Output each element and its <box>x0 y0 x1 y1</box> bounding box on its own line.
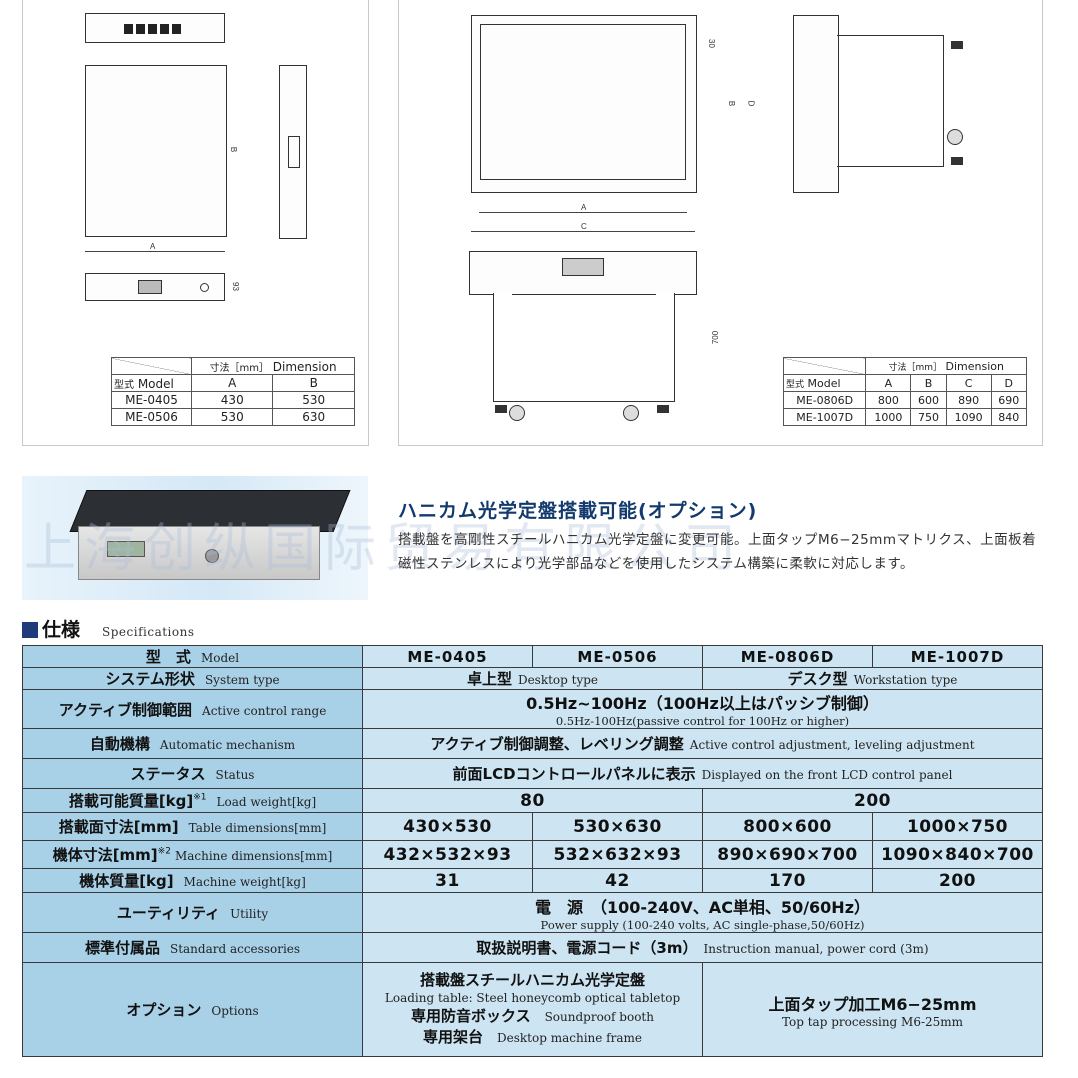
lcd-panel <box>138 280 162 294</box>
station-side-frame <box>837 35 944 167</box>
dim-b-label: B <box>727 100 737 107</box>
drawing-panel-desktop: B A 93 寸法［mm］ Dimension 型式 Model A B ME-… <box>22 0 369 446</box>
spec-heading: 仕様 Specifications <box>22 615 195 642</box>
dim-c-line <box>471 231 695 232</box>
dim-a-line <box>479 212 687 213</box>
dim-a-label: A <box>581 203 587 212</box>
caster-icon <box>509 405 525 421</box>
leveling-foot-icon <box>951 41 963 49</box>
station-tabletop <box>480 24 686 180</box>
dim-700-label: 700 <box>711 330 721 345</box>
dim-a-line <box>85 251 225 252</box>
power-knob-icon <box>200 283 209 292</box>
drawing-panel-workstation: 30 B D A C 700 寸法［mm］ Dimension 型式 Model… <box>398 0 1043 446</box>
leveling-foot-icon <box>495 405 507 413</box>
unit-top-view <box>85 13 225 43</box>
dim-d-label: D <box>746 100 756 107</box>
station-front-top <box>469 251 697 295</box>
dim-b-label: B <box>229 146 239 153</box>
caster-icon <box>623 405 639 421</box>
power-knob-icon <box>205 549 219 563</box>
dimension-table-desktop: 寸法［mm］ Dimension 型式 Model A B ME-0405 43… <box>110 357 355 426</box>
leveling-foot-icon <box>657 405 669 413</box>
table-row: ME-1007D 1000 750 1090 840 <box>782 408 1028 426</box>
unit-front-view <box>85 273 225 301</box>
unit-side-view <box>279 65 307 239</box>
handle-icon <box>288 136 300 168</box>
table-row: ME-0506 530 630 <box>110 408 355 426</box>
feature-title: ハニカム光学定盤搭載可能(オプション) <box>398 500 758 522</box>
unit-plan-view <box>85 65 227 237</box>
heading-square-icon <box>22 622 38 638</box>
table-row: ME-0405 430 530 <box>110 391 355 409</box>
control-buttons <box>124 24 184 34</box>
dim-a-label: A <box>150 242 156 251</box>
station-side-view <box>793 15 839 193</box>
dim-30-label: 30 <box>706 39 716 48</box>
photo-body <box>78 526 320 580</box>
leveling-foot-icon <box>951 157 963 165</box>
dim-h-label: 93 <box>230 282 240 291</box>
spec-row-table-dim: 搭載面寸法[mm]Table dimensions[mm] 430×530 53… <box>22 812 1043 841</box>
lcd-panel <box>562 258 604 276</box>
lcd-panel <box>107 541 145 557</box>
feature-description: 搭載盤を高剛性スチールハニカム光学定盤に変更可能。上面タップM6−25mmマトリ… <box>398 532 1037 572</box>
station-plan-view <box>471 15 697 193</box>
station-legs <box>493 293 675 402</box>
dimension-table-workstation: 寸法［mm］ Dimension 型式 Model A B C D ME-080… <box>782 357 1028 426</box>
spec-row-weight: 機体質量[kg]Machine weight[kg] 31 42 170 200 <box>22 868 1043 893</box>
caster-icon <box>947 129 963 145</box>
dim-c-label: C <box>581 222 587 231</box>
product-photo <box>22 476 368 600</box>
table-row: ME-0806D 800 600 890 690 <box>782 391 1028 409</box>
